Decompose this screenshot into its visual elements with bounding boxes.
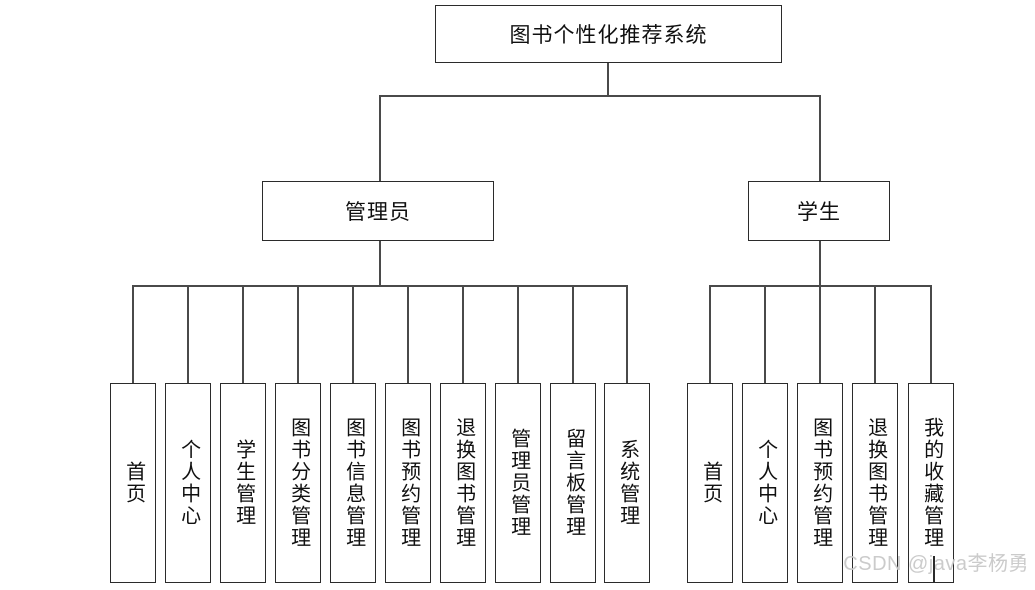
leaf-student-2: 个人中心	[742, 383, 788, 583]
leaf-admin-4-label: 图书分类管理	[287, 417, 310, 549]
connector-admin-leaf-drop-6	[407, 285, 409, 384]
leaf-student-1: 首页	[687, 383, 733, 583]
connector-admin-stem	[379, 241, 381, 286]
leaf-student-4-label: 退换图书管理	[864, 417, 887, 549]
connector-student-leaf-drop-5	[930, 285, 932, 384]
connector-admin-leaf-drop-8	[517, 285, 519, 384]
leaf-admin-2: 个人中心	[165, 383, 211, 583]
leaf-student-2-label: 个人中心	[754, 439, 777, 527]
leaf-admin-4: 图书分类管理	[275, 383, 321, 583]
leaf-admin-10-label: 系统管理	[616, 439, 639, 527]
connector-admin-leaf-drop-4	[297, 285, 299, 384]
leaf-admin-1: 首页	[110, 383, 156, 583]
connector-admin-leaf-drop-9	[572, 285, 574, 384]
connector-student-stem	[819, 241, 821, 286]
leaf-admin-5: 图书信息管理	[330, 383, 376, 583]
connector-drop-admin	[379, 95, 381, 182]
node-student-label: 学生	[797, 201, 841, 224]
leaf-admin-7: 退换图书管理	[440, 383, 486, 583]
node-admin: 管理员	[262, 181, 494, 241]
leaf-admin-3-label: 学生管理	[232, 439, 255, 527]
connector-admin-bus	[132, 285, 626, 287]
connector-student-leaf-drop-4	[874, 285, 876, 384]
node-root-label: 图书个性化推荐系统	[509, 24, 708, 47]
leaf-admin-1-label: 首页	[122, 461, 145, 505]
node-root: 图书个性化推荐系统	[435, 5, 782, 63]
connector-admin-leaf-drop-7	[462, 285, 464, 384]
leaf-admin-3: 学生管理	[220, 383, 266, 583]
leaf-admin-8: 管理员管理	[495, 383, 541, 583]
connector-student-leaf-drop-3	[819, 285, 821, 384]
watermark-text: CSDN @java李杨勇	[843, 553, 1029, 575]
connector-student-leaf-drop-2	[764, 285, 766, 384]
connector-admin-leaf-drop-2	[187, 285, 189, 384]
leaf-student-5: 我的收藏管理	[908, 383, 954, 583]
leaf-student-1-label: 首页	[699, 461, 722, 505]
connector-root-stem	[607, 62, 609, 96]
connector-drop-student	[819, 95, 821, 182]
leaf-admin-2-label: 个人中心	[177, 439, 200, 527]
leaf-student-3: 图书预约管理	[797, 383, 843, 583]
connector-admin-leaf-drop-1	[132, 285, 134, 384]
leaf-student-5-label: 我的收藏管理	[920, 417, 943, 549]
node-student: 学生	[748, 181, 890, 241]
leaf-admin-7-label: 退换图书管理	[452, 417, 475, 549]
leaf-admin-8-label: 管理员管理	[507, 428, 530, 538]
leaf-admin-6: 图书预约管理	[385, 383, 431, 583]
leaf-admin-5-label: 图书信息管理	[342, 417, 365, 549]
leaf-admin-9: 留言板管理	[550, 383, 596, 583]
connector-admin-leaf-drop-5	[352, 285, 354, 384]
leaf-student-4: 退换图书管理	[852, 383, 898, 583]
text-cursor	[933, 556, 935, 582]
leaf-admin-9-label: 留言板管理	[562, 428, 585, 538]
leaf-admin-10: 系统管理	[604, 383, 650, 583]
connector-student-leaf-drop-1	[709, 285, 711, 384]
connector-admin-leaf-drop-3	[242, 285, 244, 384]
connector-admin-leaf-drop-10	[626, 285, 628, 384]
leaf-admin-6-label: 图书预约管理	[397, 417, 420, 549]
leaf-student-3-label: 图书预约管理	[809, 417, 832, 549]
connector-level2-bus	[379, 95, 820, 97]
node-admin-label: 管理员	[345, 201, 411, 224]
